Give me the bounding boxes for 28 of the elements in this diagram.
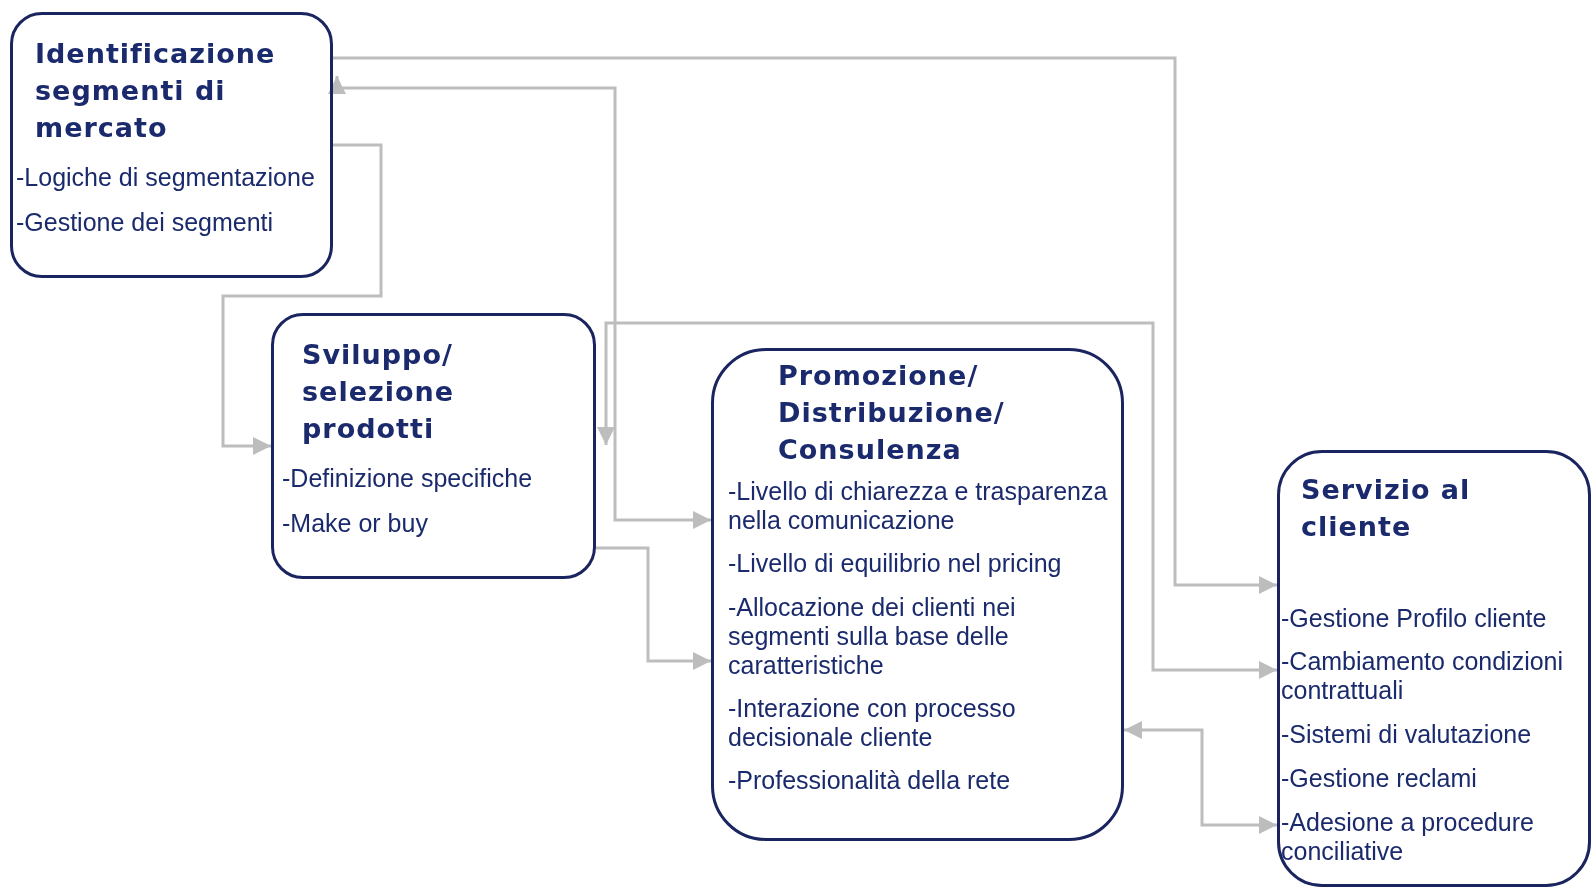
connector-arrow [597, 321, 1277, 679]
bullet-item: -Livello di chiarezza e trasparenza nella comunicazione [728, 477, 1109, 535]
bullet-item: -Allocazione dei clienti nei segmenti sulla base delle caratteristiche [728, 593, 1017, 680]
bullet-item: -Gestione reclami [1281, 764, 1478, 793]
connector-arrow [333, 56, 1277, 594]
connector-arrow [328, 76, 711, 529]
bullet-item: -Make or buy [282, 509, 429, 538]
bullet-item: -Livello di equilibrio nel pricing [728, 549, 1063, 578]
bullet-item: -Cambiamento condizioni contrattuali [1281, 647, 1565, 705]
box-title: Sviluppo/ selezione prodotti [302, 338, 455, 446]
box-title: Promozione/ Distribuzione/ Consulenza [778, 359, 1006, 467]
bullet-item: -Interazione con processo decisionale cliente [728, 694, 1017, 752]
box-title: Servizio al cliente [1301, 473, 1472, 544]
bullet-item: -Adesione a procedure conciliative [1281, 808, 1535, 866]
bullet-item: -Professionalità della rete [728, 766, 1012, 795]
box-title: Identificazione segmenti di mercato [35, 37, 277, 145]
connector-arrow [221, 143, 383, 455]
bullet-item: -Definizione specifiche [282, 464, 534, 493]
process-box [711, 348, 1124, 841]
bullet-item: -Gestione dei segmenti [16, 208, 275, 237]
bullet-item: -Logiche di segmentazione [16, 163, 316, 192]
bullet-item: -Gestione Profilo cliente [1281, 604, 1548, 633]
process-box [1277, 450, 1591, 887]
bullet-item: -Sistemi di valutazione [1281, 720, 1533, 749]
connector-arrow [1124, 721, 1277, 834]
process-box [271, 313, 596, 579]
process-box [10, 12, 333, 278]
connector-arrow [596, 546, 711, 670]
